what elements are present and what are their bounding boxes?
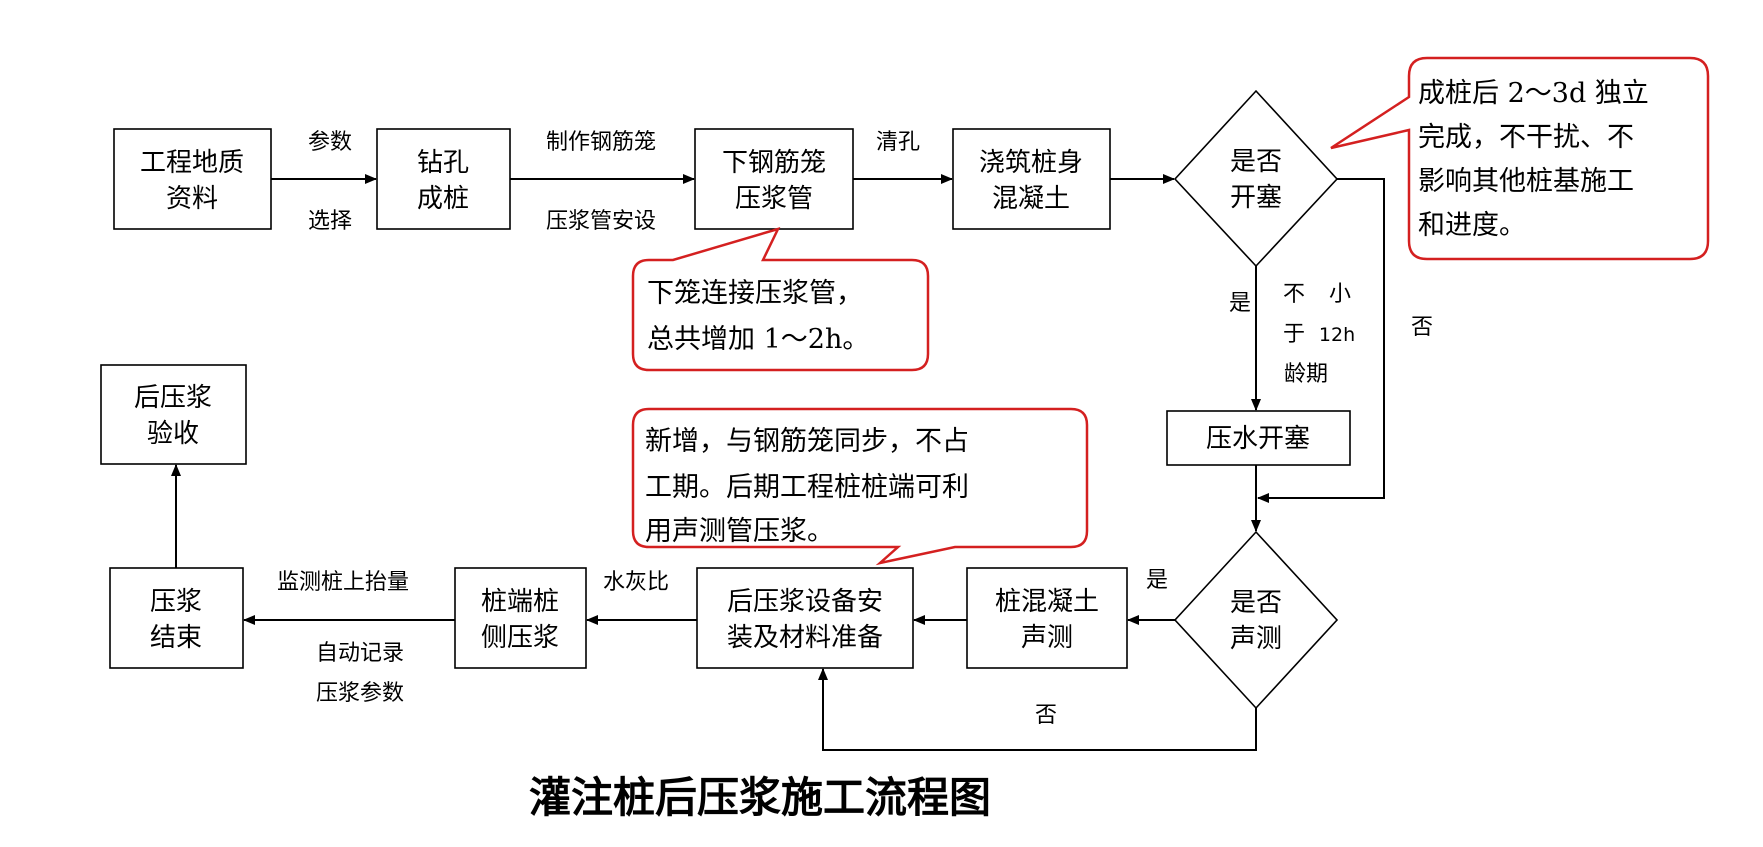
node-equipment-line1: 后压浆设备安 [727,587,883,617]
callout-plug-note-line1: 成桩后 2～3d 独立 [1418,78,1649,109]
node-accept-line2: 验收 [147,419,199,449]
callout-plug-note-line3: 影响其他桩基施工 [1418,166,1634,197]
node-cage: 下钢筋笼 压浆管 [694,128,854,230]
node-end-line1: 压浆 [150,587,202,617]
label-clean-hole: 清孔 [876,130,920,155]
label-age-2: 小 [1329,282,1351,307]
callout-new-note-line2: 工期。后期工程桩桩端可利 [645,472,969,503]
node-accept-line1: 后压浆 [134,383,212,413]
node-sonic-test-line2: 声测 [1021,623,1073,653]
node-sonic-decision-line1: 是否 [1230,588,1282,618]
node-pour: 浇筑桩身 混凝土 [952,128,1111,230]
label-auto-record-1: 自动记录 [316,641,404,666]
callout-plug-note-line2: 完成，不干扰、不 [1418,122,1634,153]
callout-new-note-line1: 新增，与钢筋笼同步，不占 [645,426,969,457]
node-sonic-test: 桩混凝土 声测 [966,567,1128,669]
arrow-sonic-no [818,668,1257,751]
node-end-line2: 结束 [150,623,202,653]
callout-cage-note: 下笼连接压浆管， 总共增加 1～2h。 [631,227,930,372]
label-auto-record-2: 压浆参数 [316,681,404,706]
label-plug-yes: 是 [1229,291,1251,316]
node-grouting-line2: 侧压浆 [481,623,559,653]
node-grouting: 桩端桩 侧压浆 [454,567,587,669]
node-plug-decision-line1: 是否 [1230,147,1282,177]
label-age-5: 龄期 [1284,362,1328,387]
node-cage-line1: 下钢筋笼 [722,148,826,178]
node-plug-decision-line2: 开塞 [1230,183,1282,213]
node-end: 压浆 结束 [109,567,244,669]
node-cage-line2: 压浆管 [735,184,813,214]
node-accept: 后压浆 验收 [100,364,247,465]
label-age-3: 于 [1283,322,1305,347]
label-monitor: 监测桩上抬量 [277,570,409,595]
label-sonic-no: 否 [1035,703,1057,728]
label-sonic-yes: 是 [1146,568,1168,593]
node-geology-data: 工程地质 资料 [113,128,272,230]
callout-new-note: 新增，与钢筋笼同步，不占 工期。后期工程桩桩端可利 用声测管压浆。 [631,407,1089,566]
node-water-plug: 压水开塞 [1166,410,1351,466]
node-geology-line1: 工程地质 [140,148,244,178]
label-select: 选择 [308,209,352,234]
node-equipment-line2: 装及材料准备 [727,623,883,653]
label-age-4: 12h [1319,324,1355,346]
node-drill-line1: 钻孔 [417,148,469,178]
label-install-pipe: 压浆管安设 [546,209,656,234]
node-sonic-decision-line2: 声测 [1230,624,1282,654]
node-plug-decision: 是否 开塞 [1173,89,1339,268]
node-pour-line1: 浇筑桩身 [979,148,1083,178]
node-drill-line2: 成桩 [417,184,469,214]
callout-plug-note-line4: 和进度。 [1418,210,1526,241]
node-grouting-line1: 桩端桩 [481,587,559,617]
callout-cage-note-line2: 总共增加 1～2h。 [647,324,869,355]
node-sonic-test-line1: 桩混凝土 [995,587,1099,617]
label-wc-ratio: 水灰比 [603,570,669,595]
node-equipment: 后压浆设备安 装及材料准备 [696,567,914,669]
node-sonic-decision: 是否 声测 [1173,530,1339,710]
callout-plug-note: 成桩后 2～3d 独立 完成，不干扰、不 影响其他桩基施工 和进度。 [1330,56,1710,261]
callout-new-note-line3: 用声测管压浆。 [645,516,834,547]
callout-cage-note-line1: 下笼连接压浆管， [647,278,863,309]
node-pour-line2: 混凝土 [992,184,1070,214]
label-make-cage: 制作钢筋笼 [546,130,656,155]
connectors [171,174,1385,751]
diagram-title: 灌注桩后压浆施工流程图 [529,773,991,822]
label-age-1: 不 [1283,282,1305,307]
node-water-plug-label: 压水开塞 [1206,424,1310,454]
label-plug-no: 否 [1411,315,1433,340]
node-drill: 钻孔 成桩 [376,128,511,230]
node-geology-line2: 资料 [166,184,218,214]
label-params: 参数 [308,130,352,155]
arrow-plug-no [1257,178,1385,503]
